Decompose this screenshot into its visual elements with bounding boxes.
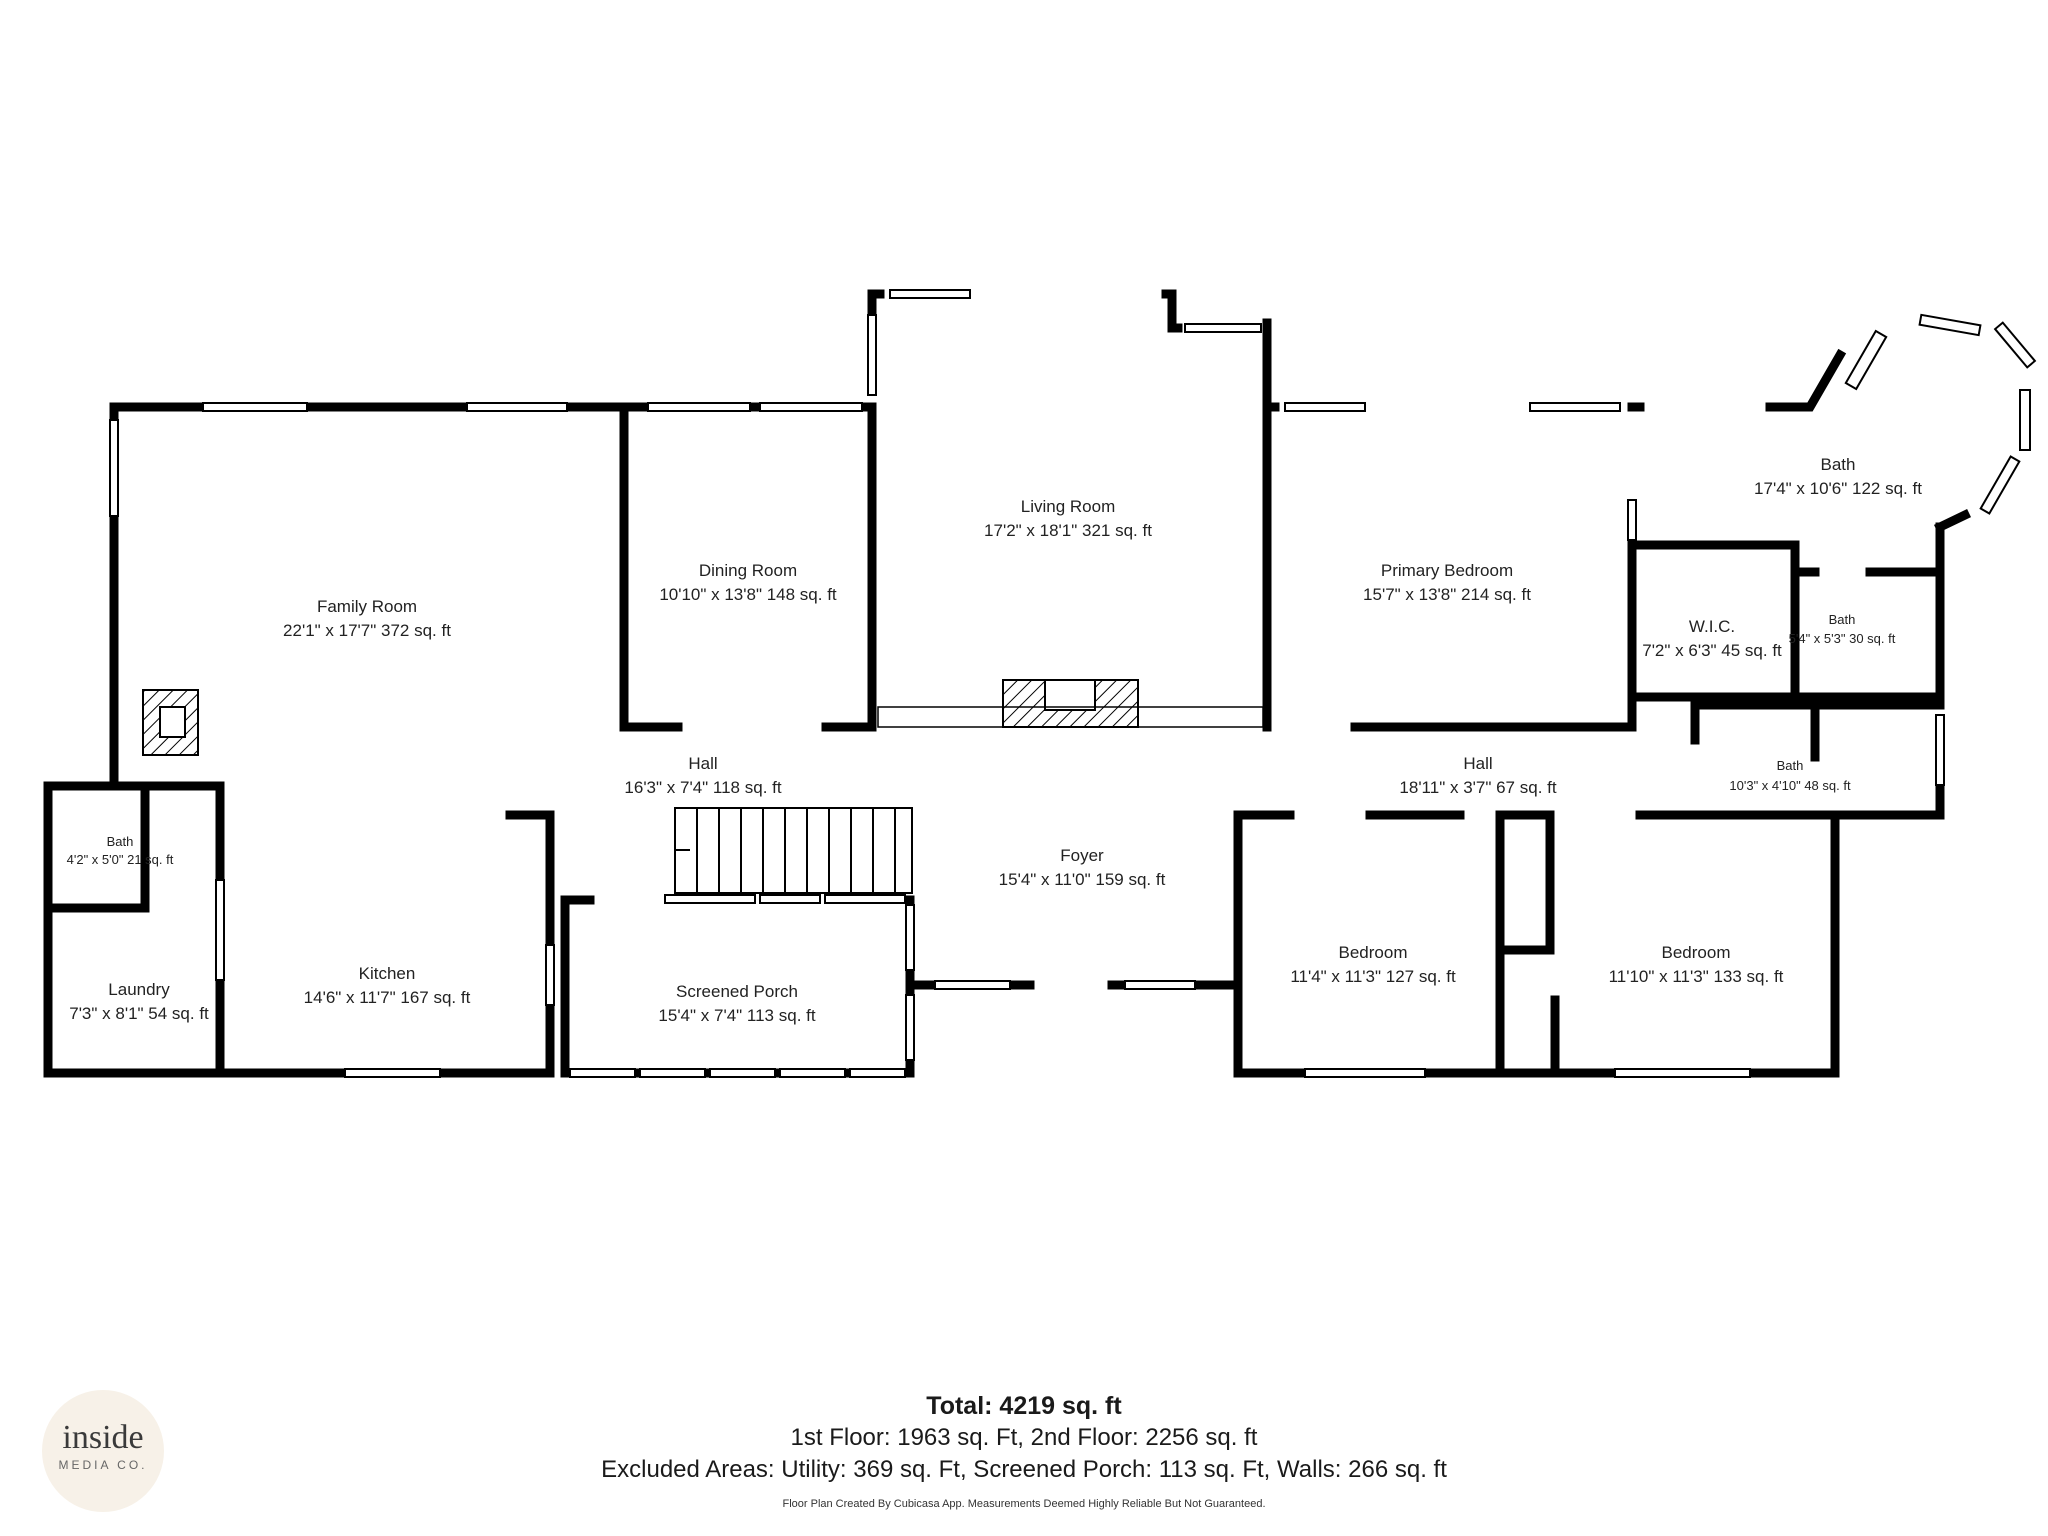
room-name: Screened Porch [676,982,798,1001]
room-name: Bath [1829,612,1856,627]
logo: inside MEDIA CO. [42,1390,164,1512]
room-dims: 16'3" x 7'4" 118 sq. ft [624,778,781,797]
room-name: W.I.C. [1689,617,1735,636]
room-name: Hall [688,754,717,773]
room-name: Bedroom [1662,943,1731,962]
room-dims: 11'4" x 11'3" 127 sq. ft [1290,967,1456,986]
room-dims: 15'4" x 11'0" 159 sq. ft [999,870,1166,889]
room-name: Dining Room [699,561,797,580]
excluded-areas: Excluded Areas: Utility: 369 sq. Ft, Scr… [601,1456,1447,1483]
room-name: Family Room [317,597,417,616]
room-dims: 15'7" x 13'8" 214 sq. ft [1363,585,1531,604]
room-name: Living Room [1021,497,1116,516]
room-dims: 7'3" x 8'1" 54 sq. ft [69,1004,209,1023]
room-dims: 18'11" x 3'7" 67 sq. ft [1399,778,1556,797]
room-name: Hall [1463,754,1492,773]
fireplace-icon [142,679,1264,756]
room-dims: 10'3" x 4'10" 48 sq. ft [1729,778,1851,793]
windows [109,289,2037,1078]
room-dims: 5'4" x 5'3" 30 sq. ft [1789,631,1896,646]
room-labels: Family Room 22'1" x 17'7" 372 sq. ft Din… [67,455,1923,1025]
room-name: Laundry [108,980,170,999]
room-dims: 7'2" x 6'3" 45 sq. ft [1642,641,1782,660]
room-dims: 22'1" x 17'7" 372 sq. ft [283,621,451,640]
room-dims: 11'10" x 11'3" 133 sq. ft [1609,967,1784,986]
disclaimer: Floor Plan Created By Cubicasa App. Meas… [782,1498,1266,1510]
room-name: Kitchen [359,964,416,983]
room-name: Primary Bedroom [1381,561,1513,580]
room-name: Foyer [1060,846,1104,865]
stairs-icon [674,807,913,894]
logo-brand: inside [62,1419,144,1456]
total-area: Total: 4219 sq. ft [926,1392,1122,1420]
room-name: Bath [1821,455,1856,474]
room-name: Bedroom [1339,943,1408,962]
logo-subtitle: MEDIA CO. [58,1458,148,1472]
room-dims: 14'6" x 11'7" 167 sq. ft [304,988,471,1007]
room-dims: 10'10" x 13'8" 148 sq. ft [659,585,837,604]
floor-areas: 1st Floor: 1963 sq. Ft, 2nd Floor: 2256 … [790,1424,1258,1451]
room-dims: 4'2" x 5'0" 21 sq. ft [67,852,174,867]
room-dims: 17'4" x 10'6" 122 sq. ft [1754,479,1922,498]
room-dims: 17'2" x 18'1" 321 sq. ft [984,521,1152,540]
room-name: Bath [107,834,134,849]
area-summary: Total: 4219 sq. ft 1st Floor: 1963 sq. F… [0,1390,2048,1510]
room-dims: 15'4" x 7'4" 113 sq. ft [658,1006,815,1025]
room-name: Bath [1777,758,1804,773]
